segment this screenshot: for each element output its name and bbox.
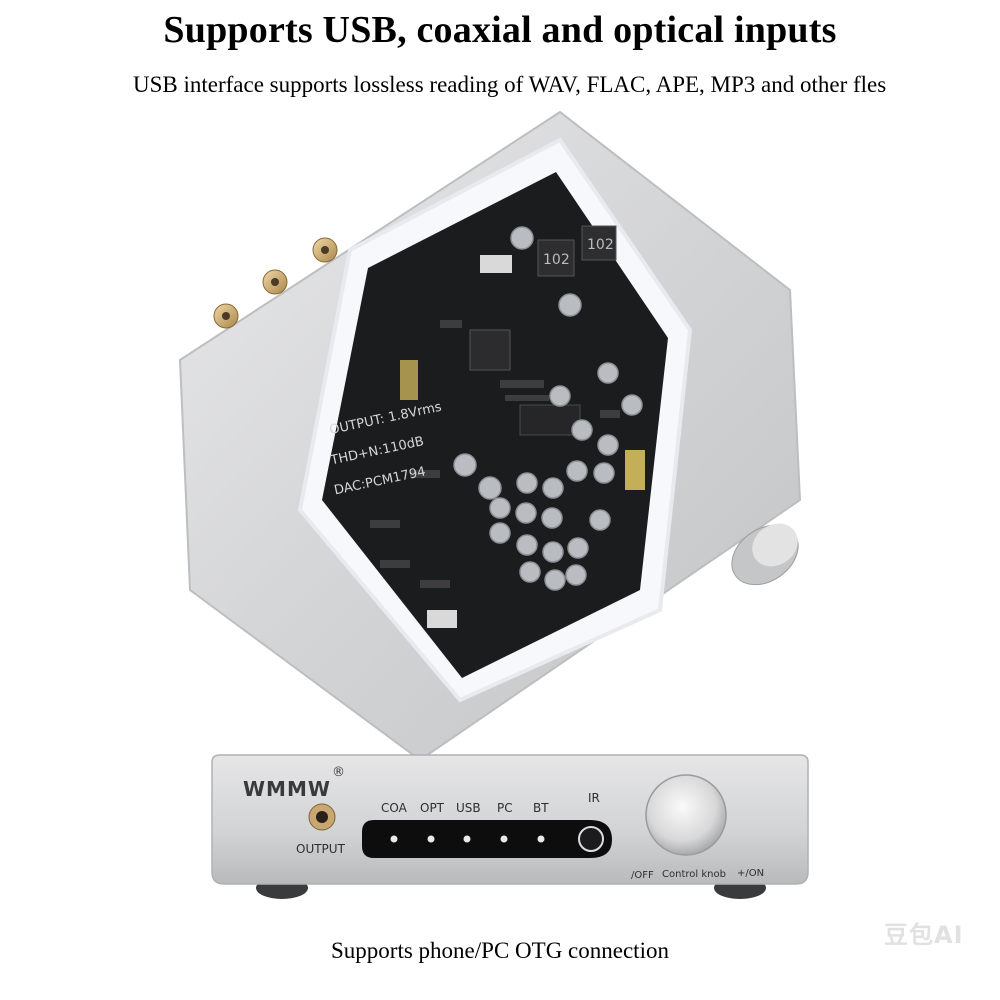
crystal-2 [427, 610, 457, 628]
inductor-1 [537, 239, 575, 277]
output-label: OUTPUT [296, 842, 346, 856]
brand-logo: WMMW [243, 777, 331, 801]
ir-label: IR [588, 791, 600, 805]
indicator-leds [390, 835, 545, 843]
dac-top-view: 102 102 OUTPUT: [178, 110, 802, 762]
knob-label: Control knob [662, 869, 726, 880]
dac-chip [519, 404, 581, 436]
main-chip [469, 329, 511, 371]
on-label: +/ON [737, 868, 764, 879]
side-knob [731, 523, 799, 586]
input-label-coa: COA [381, 801, 408, 815]
bluetooth-antenna [400, 360, 418, 400]
dac-front-view: WMMW ® OUTPUT COA OPT USB PC BT IR /OFF … [211, 754, 809, 899]
crystal [480, 255, 512, 273]
input-label-usb: USB [456, 801, 481, 815]
watermark: 豆包AI [884, 921, 964, 949]
control-knob [645, 774, 727, 856]
led-coa [390, 835, 398, 843]
indicator-strip [362, 820, 612, 858]
gold-connector [625, 450, 645, 490]
footer-caption: Supports phone/PC OTG connection [331, 938, 669, 963]
rca-jacks [213, 237, 338, 329]
registered-mark: ® [332, 765, 345, 780]
ir-sensor [578, 826, 604, 852]
headline: Supports USB, coaxial and optical inputs [163, 9, 837, 51]
subheadline: USB interface supports lossless reading … [133, 72, 887, 97]
led-opt [427, 835, 435, 843]
led-bt [537, 835, 545, 843]
input-label-bt: BT [533, 801, 549, 815]
chip-label-1: 102 [543, 252, 570, 268]
led-pc [500, 835, 508, 843]
capacitors [453, 226, 643, 591]
chip-label-2: 102 [587, 237, 614, 253]
smd-components [370, 320, 620, 588]
input-label-opt: OPT [420, 801, 445, 815]
input-label-pc: PC [497, 801, 513, 815]
off-label: /OFF [631, 870, 654, 881]
inductor-2 [581, 225, 617, 261]
led-usb [463, 835, 471, 843]
